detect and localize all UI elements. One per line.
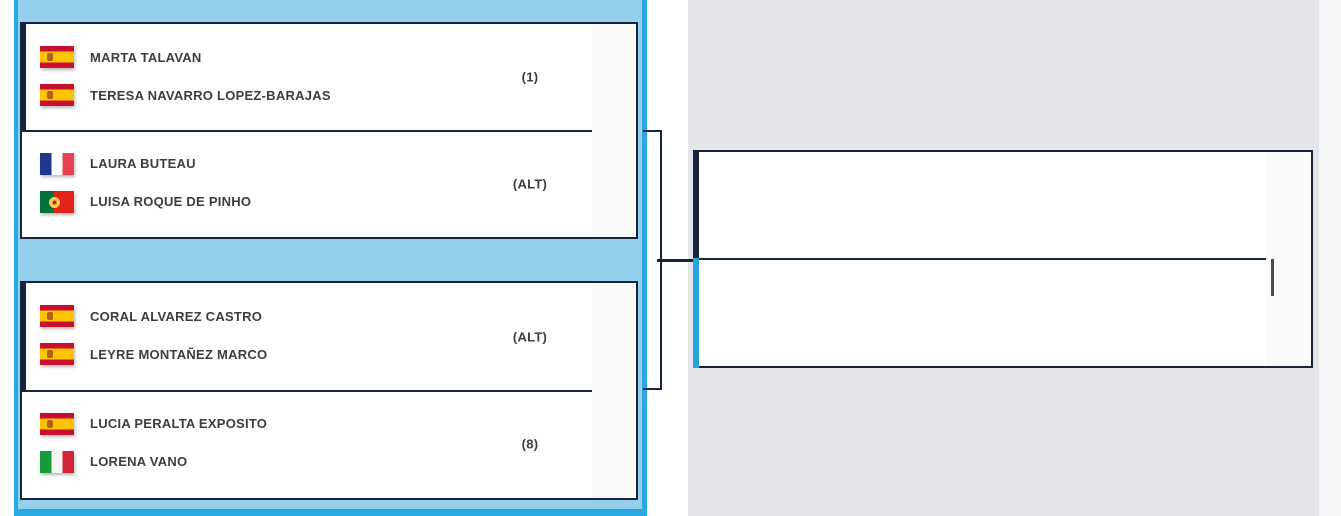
player-list: CORAL ALVAREZ CASTRO LEYRE MONTAÑEZ MARC… <box>22 283 636 373</box>
team-divider-line <box>695 258 1266 260</box>
player-row: LAURA BUTEAU <box>40 145 636 183</box>
team-divider-line <box>22 389 592 392</box>
player-row: LUISA ROQUE DE PINHO <box>40 183 636 221</box>
player-name: TERESA NAVARRO LOPEZ-BARAJAS <box>90 87 331 103</box>
player-list: LAURA BUTEAU LUISA ROQUE DE PINHO <box>22 131 636 221</box>
right-edge-strip <box>1319 0 1341 516</box>
player-row: LUCIA PERALTA EXPOSITO <box>40 405 636 443</box>
connector-match1-stub <box>643 130 662 132</box>
player-row: TERESA NAVARRO LOPEZ-BARAJAS <box>40 76 636 114</box>
score-column <box>592 24 636 237</box>
flag-icon-spain <box>40 305 74 327</box>
flag-icon-spain <box>40 412 74 435</box>
seed-label: (ALT) <box>512 176 548 192</box>
player-name: LEYRE MONTAÑEZ MARCO <box>90 346 268 362</box>
seed-label: (ALT) <box>512 329 548 345</box>
round2-match-1 <box>693 150 1313 368</box>
player-name: CORAL ALVAREZ CASTRO <box>90 308 263 324</box>
flag-icon-spain <box>40 84 74 106</box>
connector-to-next-round <box>657 259 693 262</box>
player-name: LAURA BUTEAU <box>90 156 196 171</box>
player-name: LORENA VANO <box>90 454 188 469</box>
flag-icon-italy <box>40 450 74 473</box>
connector-match2-stub <box>643 388 662 390</box>
player-row: LEYRE MONTAÑEZ MARCO <box>40 335 636 373</box>
player-list: LUCIA PERALTA EXPOSITO LORENA VANO <box>22 391 636 481</box>
next-round-team-slot-2[interactable] <box>693 258 1311 368</box>
team-slot-buteau-roque[interactable]: LAURA BUTEAU LUISA ROQUE DE PINHO (ALT) <box>22 131 636 238</box>
player-list: MARTA TALAVAN TERESA NAVARRO LOPEZ-BARAJ… <box>22 24 636 114</box>
flag-icon-france <box>40 152 74 175</box>
flag-icon-portugal <box>40 190 74 213</box>
player-name: LUISA ROQUE DE PINHO <box>90 194 252 209</box>
round1-match-2: CORAL ALVAREZ CASTRO LEYRE MONTAÑEZ MARC… <box>20 281 638 500</box>
round1-match-1: MARTA TALAVAN TERESA NAVARRO LOPEZ-BARAJ… <box>20 22 638 239</box>
team-slot-talavan-navarro[interactable]: MARTA TALAVAN TERESA NAVARRO LOPEZ-BARAJ… <box>20 22 636 132</box>
score-cursor-tick <box>1271 259 1274 296</box>
team-divider-line <box>22 129 592 132</box>
flag-icon-spain <box>40 46 74 68</box>
team-slot-alvarez-montanez[interactable]: CORAL ALVAREZ CASTRO LEYRE MONTAÑEZ MARC… <box>20 281 636 392</box>
player-name: MARTA TALAVAN <box>90 49 202 65</box>
next-round-team-slot-1[interactable] <box>693 150 1311 260</box>
team-slot-peralta-vano[interactable]: LUCIA PERALTA EXPOSITO LORENA VANO (8) <box>22 391 636 499</box>
flag-icon-spain <box>40 343 74 365</box>
player-row: LORENA VANO <box>40 443 636 481</box>
player-row: MARTA TALAVAN <box>40 38 636 76</box>
player-name: LUCIA PERALTA EXPOSITO <box>90 416 268 431</box>
seed-label: (1) <box>521 69 539 85</box>
player-row: CORAL ALVAREZ CASTRO <box>40 297 636 335</box>
seed-label: (8) <box>521 436 539 452</box>
score-column <box>592 283 636 498</box>
